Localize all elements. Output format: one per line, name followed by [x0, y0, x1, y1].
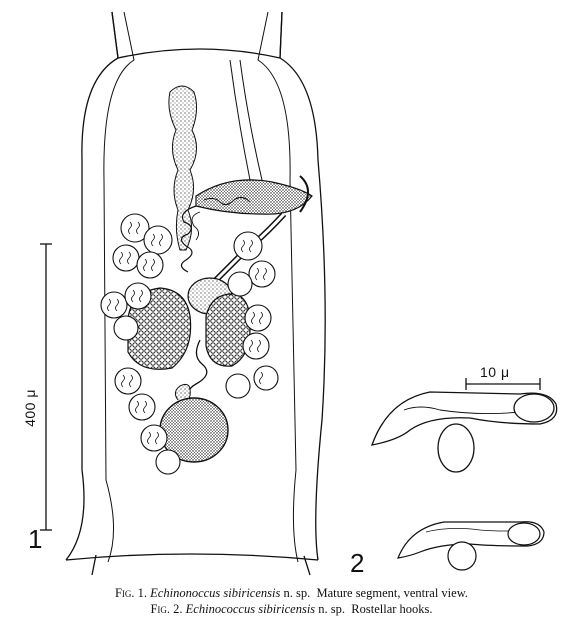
hook-scale-label: 10 μ: [480, 364, 510, 380]
ovary-right-lobe: [205, 293, 251, 367]
oviduct: [187, 339, 208, 403]
caption-1-species: Echinonoccus sibiricensis: [150, 586, 281, 600]
segment-scale-bar: [40, 243, 52, 531]
rostellar-hook-large: [371, 391, 558, 473]
fig1-number: 1: [28, 524, 43, 554]
genital-pore: [299, 175, 309, 213]
cirrus-sac: [195, 179, 313, 215]
caption-2-prefix: Fig. 2.: [150, 602, 183, 616]
vas-deferens: [180, 205, 197, 273]
caption-2-species: Echinococcus sibiricensis: [185, 602, 316, 616]
segment-outline: [65, 11, 326, 561]
uterus: [168, 85, 198, 251]
rostellar-hook-small: [397, 521, 545, 571]
caption-1-rest: n. sp. Mature segment, ventral view.: [280, 586, 469, 600]
fig2-number: 2: [350, 548, 365, 578]
figure-caption-1: Fig. 1. Echinonoccus sibiricensis n. sp.…: [0, 585, 583, 601]
mature-segment-drawing: [65, 11, 326, 576]
figure-plate: [40, 11, 558, 576]
hook-scale-bar: [465, 378, 541, 390]
testes: [100, 213, 279, 475]
caption-1-prefix: Fig. 1.: [114, 586, 148, 600]
segment-scale-label: 400 μ: [22, 389, 38, 427]
figure-caption-2: Fig. 2. Echinococcus sibiricensis n. sp.…: [0, 601, 583, 617]
caption-2-rest: n. sp. Rostellar hooks.: [315, 602, 433, 616]
